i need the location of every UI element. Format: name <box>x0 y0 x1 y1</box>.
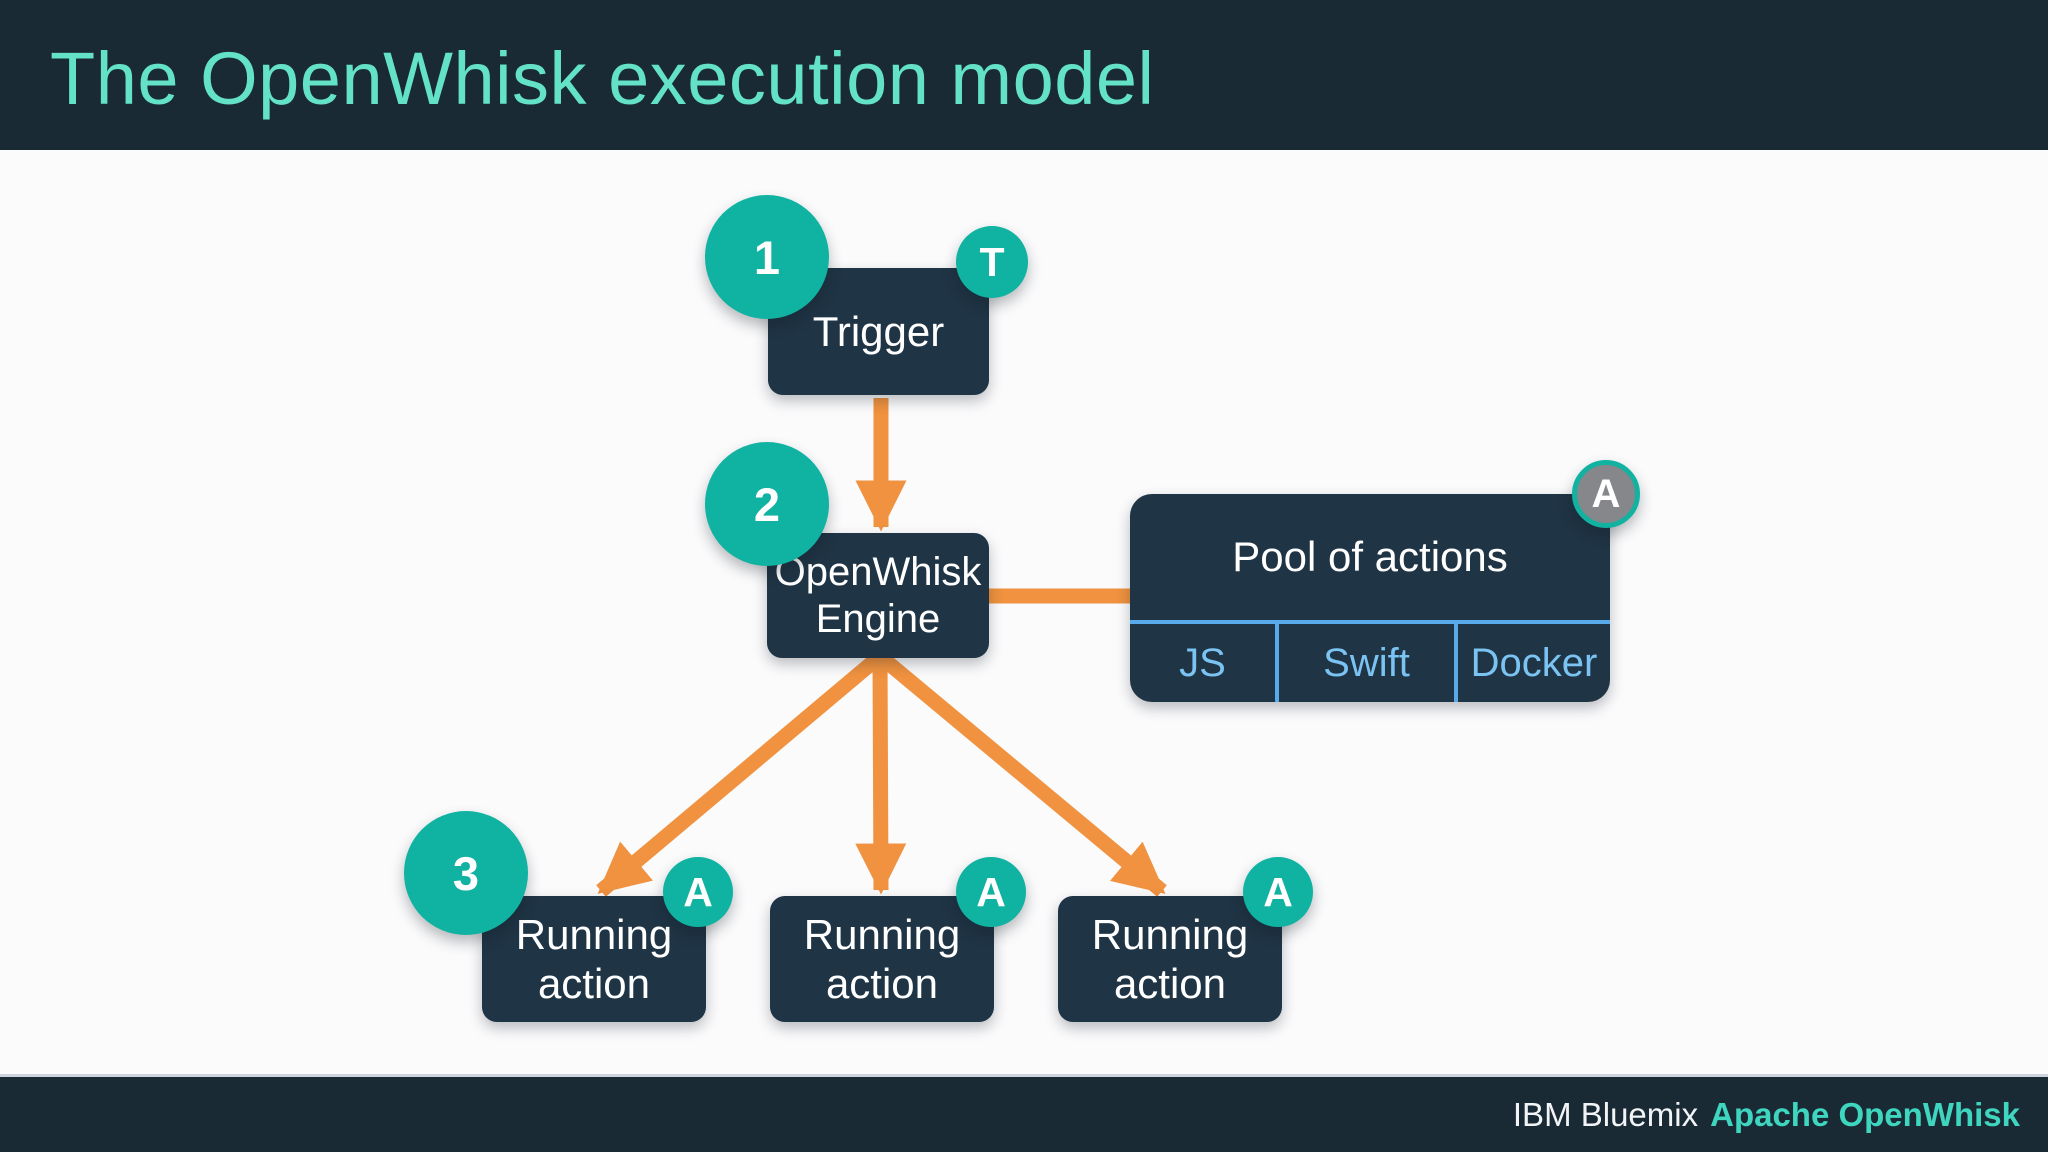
trigger-label: Trigger <box>812 307 945 355</box>
action-badge-3: A <box>1243 857 1313 927</box>
pool-cells-row: JS Swift Docker <box>1130 620 1610 702</box>
engine-node: OpenWhisk Engine <box>767 533 989 658</box>
step-2-badge: 2 <box>705 442 829 566</box>
running-action-node-3: Running action <box>1058 896 1282 1022</box>
running-action-node-2: Running action <box>770 896 994 1022</box>
slide-header: The OpenWhisk execution model <box>0 0 2048 150</box>
footer-brand: IBM Bluemix <box>1512 1095 1699 1133</box>
engine-label-line1: OpenWhisk <box>774 549 982 594</box>
step-3-badge: 3 <box>404 811 528 935</box>
slide-footer: IBM Bluemix Apache OpenWhisk <box>0 1074 2048 1152</box>
running-action-label-line2: action <box>825 960 939 1007</box>
running-action-label-line2: action <box>537 960 651 1007</box>
running-action-label-line1: Running <box>803 910 961 958</box>
pool-cell-js: JS <box>1179 640 1226 685</box>
trigger-type-badge: T <box>956 226 1028 298</box>
pool-actions-badge: A <box>1572 460 1640 528</box>
slide-title: The OpenWhisk execution model <box>50 36 1155 120</box>
running-action-label-line2: action <box>1113 960 1227 1007</box>
arrow-engine-to-action-2 <box>855 656 907 895</box>
running-action-label-line1: Running <box>1091 910 1249 958</box>
engine-label-line2: Engine <box>815 596 941 641</box>
pool-cell-swift: Swift <box>1275 624 1454 702</box>
action-badge-2: A <box>956 857 1026 927</box>
pool-of-actions-node: Pool of actions JS Swift Docker <box>1130 494 1610 702</box>
running-action-label-line1: Running <box>515 910 673 958</box>
pool-title: Pool of actions <box>1232 533 1508 580</box>
footer-product: Apache OpenWhisk <box>1710 1095 2020 1133</box>
arrow-engine-to-action-1 <box>596 651 884 897</box>
arrow-engine-to-action-3 <box>876 651 1167 897</box>
step-1-badge: 1 <box>705 195 829 319</box>
pool-cell-docker: Docker <box>1454 624 1610 702</box>
action-badge-1: A <box>663 857 733 927</box>
running-action-node-1: Running action <box>482 896 706 1022</box>
